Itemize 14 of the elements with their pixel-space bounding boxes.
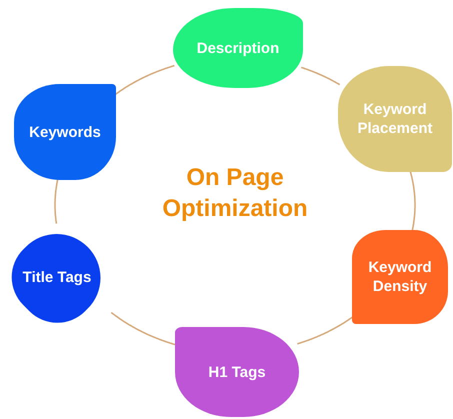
connector-arc: [54, 178, 59, 224]
connector-arc: [297, 316, 354, 345]
center-title: On Page Optimization: [161, 163, 309, 224]
leaf-shape: [352, 230, 448, 324]
connector-arc: [110, 312, 176, 346]
node-label: H1 Tags: [208, 362, 266, 382]
node-label: Keywords: [29, 122, 101, 142]
connector-arc: [300, 66, 340, 86]
node-label: Keyword Placement: [356, 100, 434, 138]
node-label: Keyword Density: [367, 258, 433, 296]
connector-arc: [409, 170, 416, 232]
node-label: Description: [196, 38, 280, 58]
connector-arc: [114, 64, 175, 96]
node-label: Title Tags: [22, 268, 92, 287]
